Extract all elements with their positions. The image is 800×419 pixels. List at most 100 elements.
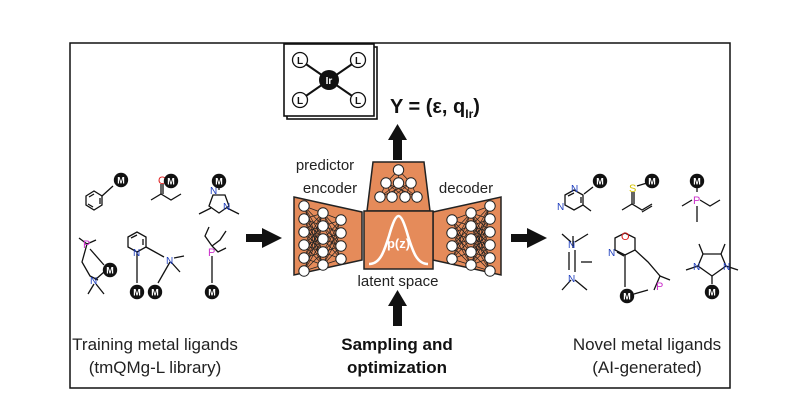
network-node: [335, 214, 347, 226]
input-arrow: [246, 228, 282, 248]
network-edge: [451, 212, 472, 247]
network-node: [392, 177, 405, 189]
metal-marker-label: M: [208, 288, 216, 298]
network-edge: [470, 205, 491, 240]
latent-distribution-curve: [368, 214, 429, 266]
network-node: [484, 213, 496, 225]
network-node: [484, 252, 496, 264]
ir-complex-box: Ir L L L L: [283, 43, 378, 120]
metal-marker-label: M: [151, 288, 159, 298]
network-node: [465, 233, 477, 245]
nitrogen-atom: N: [166, 256, 173, 267]
metal-marker: [102, 262, 118, 278]
training-ligands: [78, 175, 240, 295]
network-node: [405, 177, 417, 189]
training-library-caption: (tmQMg-L library): [89, 358, 222, 377]
metal-marker: [704, 284, 720, 300]
generated-ligands: [561, 182, 739, 295]
metal-marker: [211, 173, 227, 189]
nitrogen-atom: N: [557, 202, 564, 213]
network-node: [446, 214, 458, 226]
novel-ligands-caption: Novel metal ligands: [573, 335, 721, 354]
optimization-caption: optimization: [347, 358, 447, 377]
training-ligand-atoms: O N N P N N N P: [83, 175, 230, 287]
sampling-arrow: [388, 290, 407, 326]
network-node: [317, 220, 329, 232]
metal-marker: [113, 172, 129, 188]
nitrogen-atom: N: [723, 262, 730, 273]
metal-marker: [619, 288, 635, 304]
network-edge: [470, 205, 491, 253]
predictor-label: predictor: [296, 157, 354, 174]
network-node: [317, 259, 329, 271]
phosphorus-atom: P: [693, 195, 700, 207]
metal-marker: [592, 173, 608, 189]
network-node: [446, 253, 458, 265]
phosphorus-atom: P: [83, 239, 90, 251]
metal-marker-label: M: [106, 266, 114, 276]
network-node: [411, 191, 423, 203]
metal-marker-label: M: [215, 177, 223, 187]
network-node: [392, 164, 405, 176]
latent-space-label: latent space: [358, 273, 439, 290]
network-node: [317, 246, 329, 258]
network-node: [317, 233, 329, 245]
phosphorus-atom: P: [656, 281, 663, 293]
sampling-caption: Sampling and: [341, 335, 452, 354]
network-edge: [303, 212, 324, 246]
network-node: [335, 253, 347, 265]
nitrogen-atom: N: [693, 262, 700, 273]
network-node: [446, 227, 458, 239]
network-edge: [470, 218, 491, 266]
network-edge: [303, 225, 324, 272]
network-node: [317, 207, 329, 219]
network-node: [465, 220, 477, 232]
network-node: [465, 207, 477, 219]
network-edge: [451, 212, 472, 260]
metal-marker-label: M: [117, 176, 125, 186]
metal-marker-label: M: [623, 292, 631, 302]
property-formula: Y = (ε, qIr): [390, 96, 480, 121]
nitrogen-atom: N: [210, 186, 217, 197]
network-node: [298, 239, 310, 251]
network-node: [374, 191, 386, 203]
ligand-label: L: [297, 96, 303, 107]
network-node: [335, 240, 347, 252]
network-node: [399, 191, 411, 203]
network-node: [298, 213, 310, 225]
network-node: [465, 246, 477, 258]
nitrogen-atom: N: [223, 202, 230, 213]
nitrogen-atom: N: [90, 276, 97, 287]
nitrogen-atom: N: [568, 274, 575, 285]
nitrogen-atom: N: [608, 248, 615, 259]
network-node: [484, 265, 496, 277]
network-edge: [451, 225, 472, 260]
oxygen-atom: O: [158, 175, 167, 187]
metal-marker: [644, 173, 660, 189]
ai-generated-caption: (AI-generated): [592, 358, 702, 377]
network-edge: [470, 231, 491, 266]
metal-marker: [129, 284, 145, 300]
output-arrow: [388, 124, 407, 160]
decoder-label: decoder: [439, 180, 493, 197]
network-node: [298, 200, 310, 212]
generation-arrow: [511, 228, 547, 248]
network-node: [484, 239, 496, 251]
metal-marker-label: M: [133, 288, 141, 298]
nitrogen-atom: N: [568, 240, 575, 251]
network-node: [298, 226, 310, 238]
network-node: [386, 191, 398, 203]
nitrogen-atom: N: [133, 248, 140, 259]
ligand-label: L: [355, 96, 361, 107]
latent-distribution-label: p(z): [387, 236, 410, 251]
iridium-label: Ir: [326, 76, 333, 87]
network-node: [335, 227, 347, 239]
latent-block: [363, 210, 434, 270]
metal-marker: [163, 173, 179, 189]
training-ligands-caption: Training metal ligands: [72, 335, 238, 354]
network-node: [484, 200, 496, 212]
oxygen-atom: O: [621, 231, 630, 243]
nitrogen-atom: N: [571, 184, 578, 195]
figure-frame: [69, 42, 731, 389]
